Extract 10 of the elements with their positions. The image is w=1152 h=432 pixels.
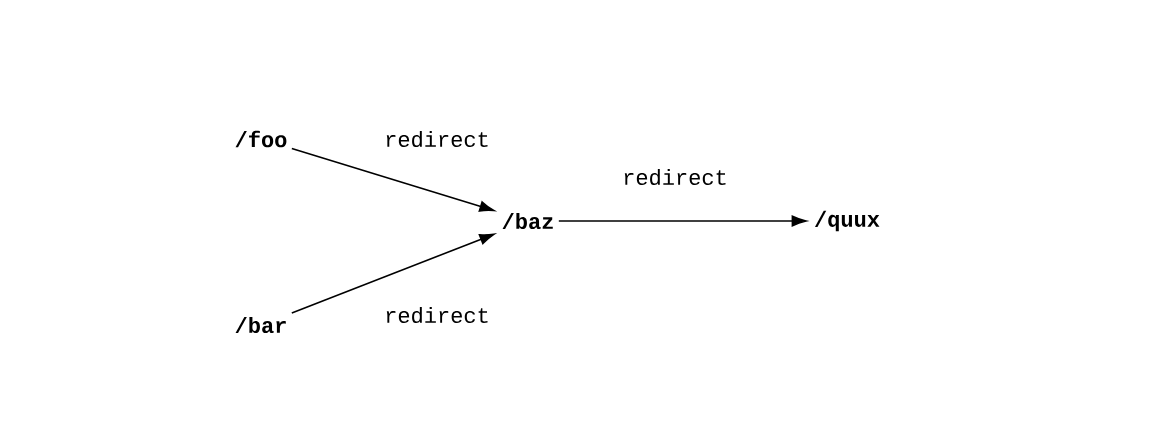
edge-label: redirect — [386, 130, 488, 148]
path-label: /quux — [814, 210, 880, 232]
path-label: /bar — [235, 316, 286, 334]
arrow — [291, 147, 495, 212]
arrow — [291, 233, 495, 314]
path-label: /baz — [502, 212, 553, 230]
edge-label: redirect — [624, 168, 726, 186]
path-label: /foo — [235, 130, 287, 148]
arrow — [558, 215, 807, 227]
edge-label: redirect — [386, 306, 488, 324]
